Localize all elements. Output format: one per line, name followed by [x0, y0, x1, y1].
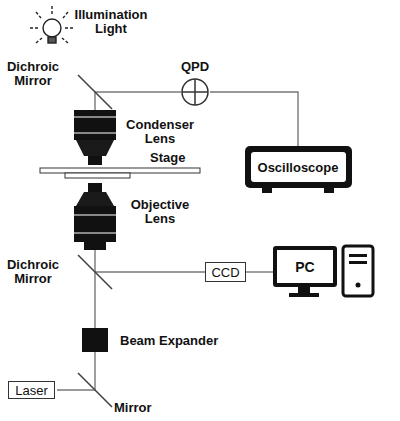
node-text: Oscilloscope [258, 160, 339, 175]
node-text: Laser [15, 383, 48, 398]
signal-line [210, 92, 298, 146]
part-label: Illumination Light [70, 8, 152, 37]
part-label: Objective Lens [120, 198, 200, 227]
oscilloscope-case [245, 146, 352, 188]
part-label: Dichroic Mirror [2, 60, 64, 89]
part-label: Condenser Lens [120, 118, 200, 147]
oscilloscope-feet [262, 188, 334, 193]
node-text: CCD [211, 265, 239, 280]
qpd-divider [182, 91, 208, 93]
condenser-lens [74, 110, 116, 165]
monitor-node: PC [273, 246, 337, 287]
qpd-symbol [180, 77, 210, 107]
scope-node: Oscilloscope [245, 146, 352, 188]
part-label: Mirror [114, 401, 152, 415]
qpd-circle [182, 79, 208, 105]
laser-box: Laser [8, 381, 55, 399]
part-label: Stage [150, 151, 185, 165]
signal-line [246, 271, 273, 272]
part-label: Dichroic Mirror [2, 258, 64, 287]
oscilloscope-screen [251, 152, 346, 182]
objective-lens [74, 183, 116, 250]
stage-plate [40, 168, 200, 178]
beam-expander-block [82, 328, 108, 352]
bulb-icon [30, 6, 74, 43]
node-text: QPD [181, 59, 209, 74]
node-text: Beam Expander [120, 333, 218, 348]
node-text: PC [295, 259, 314, 275]
camera-box: CCD [205, 262, 246, 282]
qpd-node: QPD [180, 59, 210, 107]
expander-node: Beam Expander [82, 328, 218, 352]
